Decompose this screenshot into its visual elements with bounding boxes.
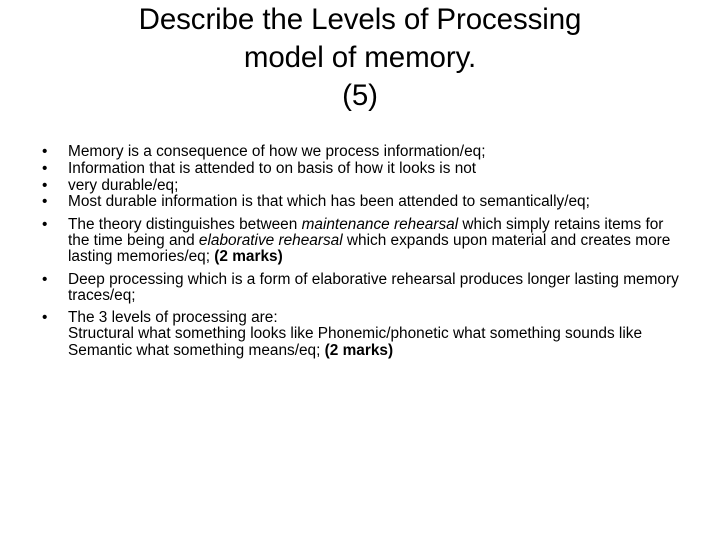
bullet-point-icon: •: [42, 215, 48, 233]
title-line-1: Describe the Levels of Processing: [138, 3, 582, 36]
bullet-point-icon: •: [42, 159, 48, 177]
list-item: • The 3 levels of processing are:Structu…: [38, 309, 684, 359]
bullet-point-icon: •: [42, 193, 48, 211]
list-item: • very durable/eq;: [38, 176, 684, 194]
list-item-text: The 3 levels of processing are:Structura…: [68, 309, 643, 359]
list-item-text: Most durable information is that which h…: [68, 193, 590, 211]
slide-title: Describe the Levels of Processing model …: [0, 1, 720, 115]
list-item-text: Deep processing which is a form of elabo…: [68, 270, 679, 304]
bullet-list: • Memory is a consequence of how we proc…: [38, 143, 684, 359]
list-item-text: Information that is attended to on basis…: [68, 159, 477, 177]
list-item: • Memory is a consequence of how we proc…: [38, 143, 684, 160]
list-item-text: very durable/eq;: [68, 176, 179, 194]
list-item-text: Memory is a consequence of how we proces…: [68, 143, 486, 160]
list-item: • Information that is attended to on bas…: [38, 159, 684, 177]
title-line-2: model of memory.: [243, 41, 477, 74]
list-item: • Deep processing which is a form of ela…: [38, 270, 684, 305]
list-item: • The theory distinguishes between maint…: [38, 215, 684, 266]
list-item-text: The theory distinguishes between mainten…: [68, 215, 671, 266]
bullet-point-icon: •: [42, 270, 48, 288]
list-item: • Most durable information is that which…: [38, 193, 684, 211]
bullet-point-icon: •: [42, 176, 48, 194]
bullet-point-icon: •: [42, 143, 48, 160]
title-line-3: (5): [342, 79, 378, 112]
bullet-point-icon: •: [42, 309, 48, 327]
